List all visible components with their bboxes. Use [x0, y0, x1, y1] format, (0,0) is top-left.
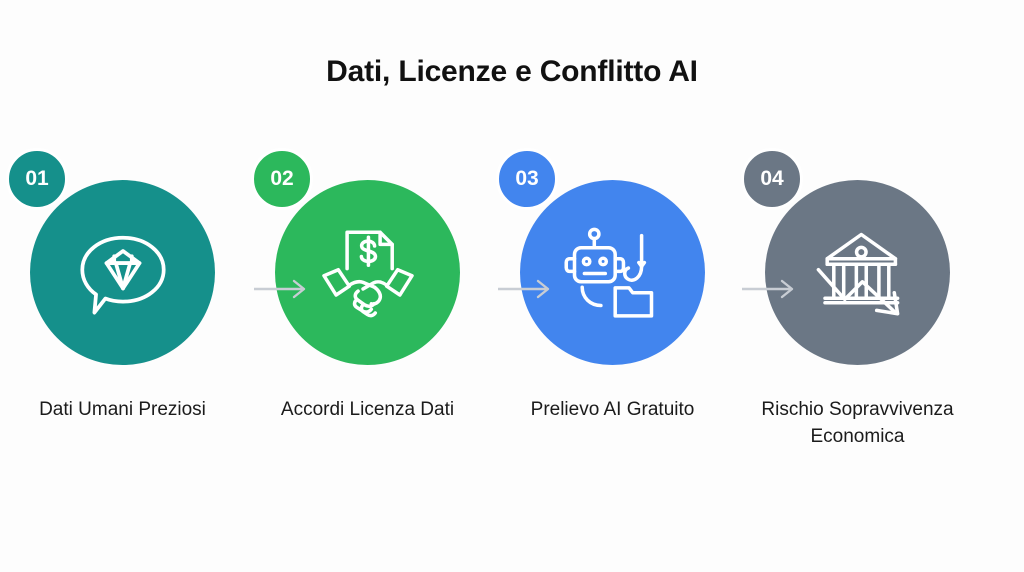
bank-declining-arrow-icon [803, 218, 913, 328]
steps-row: 01 Dati Umani Prezios [0, 148, 1024, 500]
step-3-disc[interactable]: 03 [496, 148, 705, 365]
step-3-number: 03 [515, 167, 539, 190]
robot-fishhook-folder-icon [558, 218, 668, 328]
step-4-badge: 04 [741, 148, 803, 210]
step-1-badge: 01 [6, 148, 68, 210]
connector-arrow-2 [498, 278, 556, 300]
page-title: Dati, Licenze e Conflitto AI [326, 55, 698, 88]
step-4[interactable]: 04 [735, 148, 980, 500]
step-2[interactable]: 02 [245, 148, 490, 500]
connector-arrow-3 [742, 278, 800, 300]
step-3[interactable]: 03 [490, 148, 735, 500]
handshake-dollar-document-icon [313, 218, 423, 328]
connector-arrow-1 [254, 278, 312, 300]
step-2-disc[interactable]: 02 [251, 148, 460, 365]
step-2-label: Accordi Licenza Dati [280, 399, 455, 420]
step-3-badge: 03 [496, 148, 558, 210]
step-3-label: Prelievo AI Gratuito [530, 399, 695, 420]
step-4-disc[interactable]: 04 [741, 148, 950, 365]
step-2-number: 02 [270, 167, 294, 190]
arrow-right-icon [254, 279, 306, 299]
speech-bubble-diamond-icon [68, 218, 178, 328]
step-1-disc[interactable]: 01 [6, 148, 215, 365]
step-4-label: Rischio Sopravvivenza Economica [761, 399, 954, 447]
step-2-badge: 02 [251, 148, 313, 210]
step-1-label: Dati Umani Preziosi [39, 399, 206, 420]
step-4-number: 04 [760, 167, 784, 190]
step-1-number: 01 [25, 167, 49, 190]
arrow-right-icon [742, 279, 794, 299]
arrow-right-icon [498, 279, 550, 299]
step-1[interactable]: 01 Dati Umani Prezios [0, 148, 245, 500]
